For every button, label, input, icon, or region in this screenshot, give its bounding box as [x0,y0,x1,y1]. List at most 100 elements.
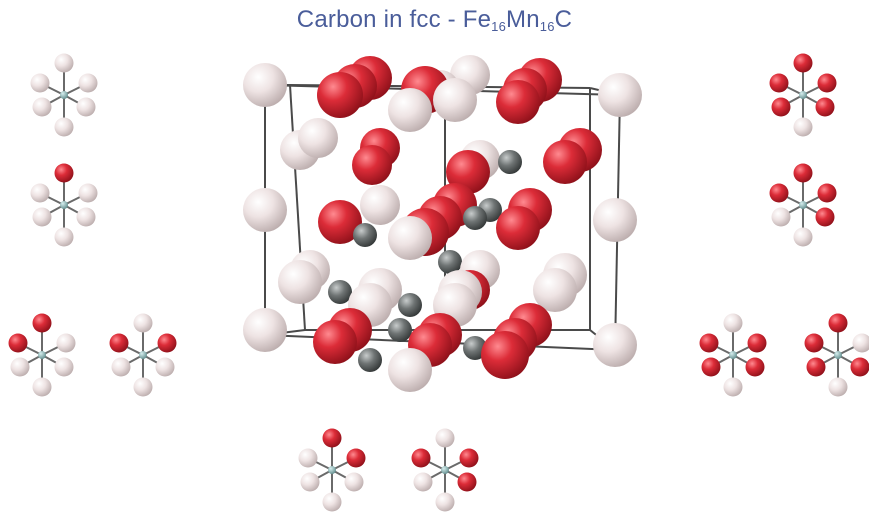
mn-neighbor-atom [815,97,835,117]
mn-neighbor-atom [8,333,28,353]
mn-neighbor-atom [109,333,129,353]
fe-neighbor-atom [322,492,342,512]
fe-neighbor-atom [54,357,74,377]
fe-atom [593,323,637,367]
fe-atom [243,188,287,232]
mn-atom [317,72,363,118]
fe-atom [243,63,287,107]
octahedron-5 [769,53,837,137]
mn-neighbor-atom [745,357,765,377]
fe-neighbor-atom [32,97,52,117]
mn-neighbor-atom [817,73,837,93]
fe-neighbor-atom [76,97,96,117]
octahedron-9 [298,428,366,512]
mn-neighbor-atom [701,357,721,377]
octahedron-center-atom [60,91,68,99]
fe-neighbor-atom [54,227,74,247]
mn-neighbor-atom [411,448,431,468]
octahedron-center-atom [729,351,737,359]
carbon-atom [498,150,522,174]
octahedron-8 [804,313,869,397]
mn-neighbor-atom [32,313,52,333]
fe-atom [278,260,322,304]
carbon-atom [398,293,422,317]
octahedron-center-atom [799,91,807,99]
fe-atom [388,348,432,392]
fe-atom [593,198,637,242]
mn-neighbor-atom [817,183,837,203]
mn-atom [352,145,392,185]
mn-atom [313,320,357,364]
fe-neighbor-atom [298,448,318,468]
fe-neighbor-atom [54,117,74,137]
mn-neighbor-atom [850,357,869,377]
diagram-title: Carbon in fcc - Fe16Mn16C [0,6,869,34]
fe-neighbor-atom [78,183,98,203]
fe-atom [388,216,432,260]
mn-neighbor-atom [806,357,826,377]
mn-atom [446,150,490,194]
fe-neighbor-atom [413,472,433,492]
octahedron-6 [769,163,837,247]
fe-neighbor-atom [793,117,813,137]
carbon-atom [353,223,377,247]
fe-neighbor-atom [111,357,131,377]
title-text-c: C [554,6,573,33]
mn-neighbor-atom [804,333,824,353]
fe-neighbor-atom [435,428,455,448]
carbon-atom [388,318,412,342]
mn-neighbor-atom [828,313,848,333]
octahedron-4 [109,313,177,397]
fe-neighbor-atom [30,73,50,93]
fe-neighbor-atom [723,377,743,397]
fe-neighbor-atom [771,207,791,227]
mn-atom [543,140,587,184]
fe-neighbor-atom [155,357,175,377]
fe-atom [433,78,477,122]
fe-atom [533,268,577,312]
octahedron-center-atom [834,351,842,359]
fe-neighbor-atom [32,377,52,397]
octahedron-7 [699,313,767,397]
fe-neighbor-atom [793,227,813,247]
fe-atom [298,118,338,158]
title-text-fe: Carbon in fcc - Fe [296,6,492,33]
fe-neighbor-atom [30,183,50,203]
fe-neighbor-atom [10,357,30,377]
fe-neighbor-atom [56,333,76,353]
octahedron-center-atom [441,466,449,474]
fe-neighbor-atom [852,333,869,353]
fe-neighbor-atom [723,313,743,333]
octahedron-center-atom [328,466,336,474]
mn-neighbor-atom [793,163,813,183]
carbon-atom [463,206,487,230]
mn-atom [496,206,540,250]
fe-neighbor-atom [344,472,364,492]
fe-neighbor-atom [32,207,52,227]
fe-neighbor-atom [828,377,848,397]
mn-neighbor-atom [459,448,479,468]
mn-neighbor-atom [157,333,177,353]
fe-atom [388,88,432,132]
mn-neighbor-atom [747,333,767,353]
fe-neighbor-atom [54,53,74,73]
carbon-atom [358,348,382,372]
title-subscript-mn: 16 [539,19,555,34]
octahedron-center-atom [139,351,147,359]
octahedron-10 [411,428,479,512]
title-text-mn: Mn [506,6,540,33]
mn-neighbor-atom [793,53,813,73]
fe-atom [598,73,642,117]
title-subscript-fe: 16 [491,19,507,34]
octahedron-center-atom [60,201,68,209]
mn-neighbor-atom [815,207,835,227]
fe-neighbor-atom [78,73,98,93]
mn-neighbor-atom [322,428,342,448]
carbon-atom [438,250,462,274]
fe-neighbor-atom [435,492,455,512]
mn-neighbor-atom [771,97,791,117]
fe-neighbor-atom [133,377,153,397]
octahedral-sites [8,53,869,512]
unit-cell-atoms [243,55,642,392]
